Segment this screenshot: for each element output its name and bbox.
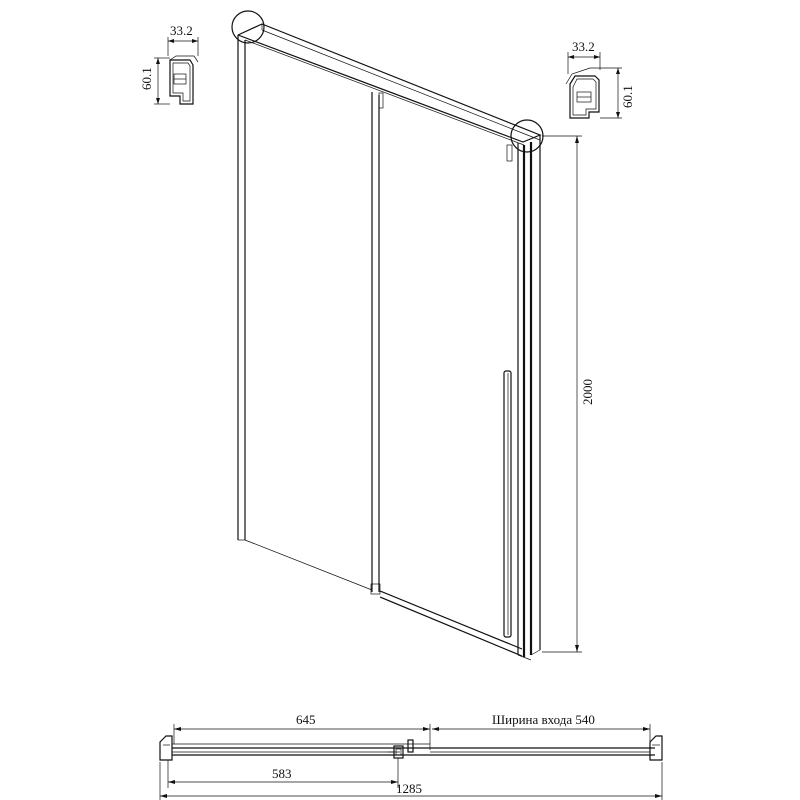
right-profile-section: 33.2 60.1 — [565, 39, 635, 119]
top-left-detail-circle — [231, 10, 265, 44]
door-handle — [503, 370, 512, 638]
left-wall-profile — [237, 35, 246, 541]
height-dimension: 2000 — [542, 135, 595, 653]
right-profile-height-label: 60.1 — [620, 85, 635, 108]
center-post — [370, 92, 384, 595]
left-profile-width-label: 33.2 — [170, 23, 193, 38]
shower-door-elevation — [231, 10, 544, 661]
entrance-width-label: Ширина входа 540 — [492, 712, 595, 727]
right-profile-width-label: 33.2 — [572, 39, 595, 54]
plan-view: 645 Ширина входа 540 583 1285 — [159, 712, 663, 800]
left-profile-section: 33.2 60.1 — [139, 23, 199, 105]
door-bottom-rail — [379, 590, 523, 657]
door-width-label: 583 — [272, 766, 292, 781]
fixed-panel-width-label: 645 — [296, 712, 316, 727]
fixed-glass-bottom-edge — [244, 539, 373, 591]
total-width-label: 1285 — [396, 781, 422, 796]
height-label: 2000 — [580, 379, 595, 405]
left-profile-height-label: 60.1 — [139, 67, 154, 90]
right-wall-profile — [506, 135, 541, 661]
top-rail — [237, 23, 542, 146]
